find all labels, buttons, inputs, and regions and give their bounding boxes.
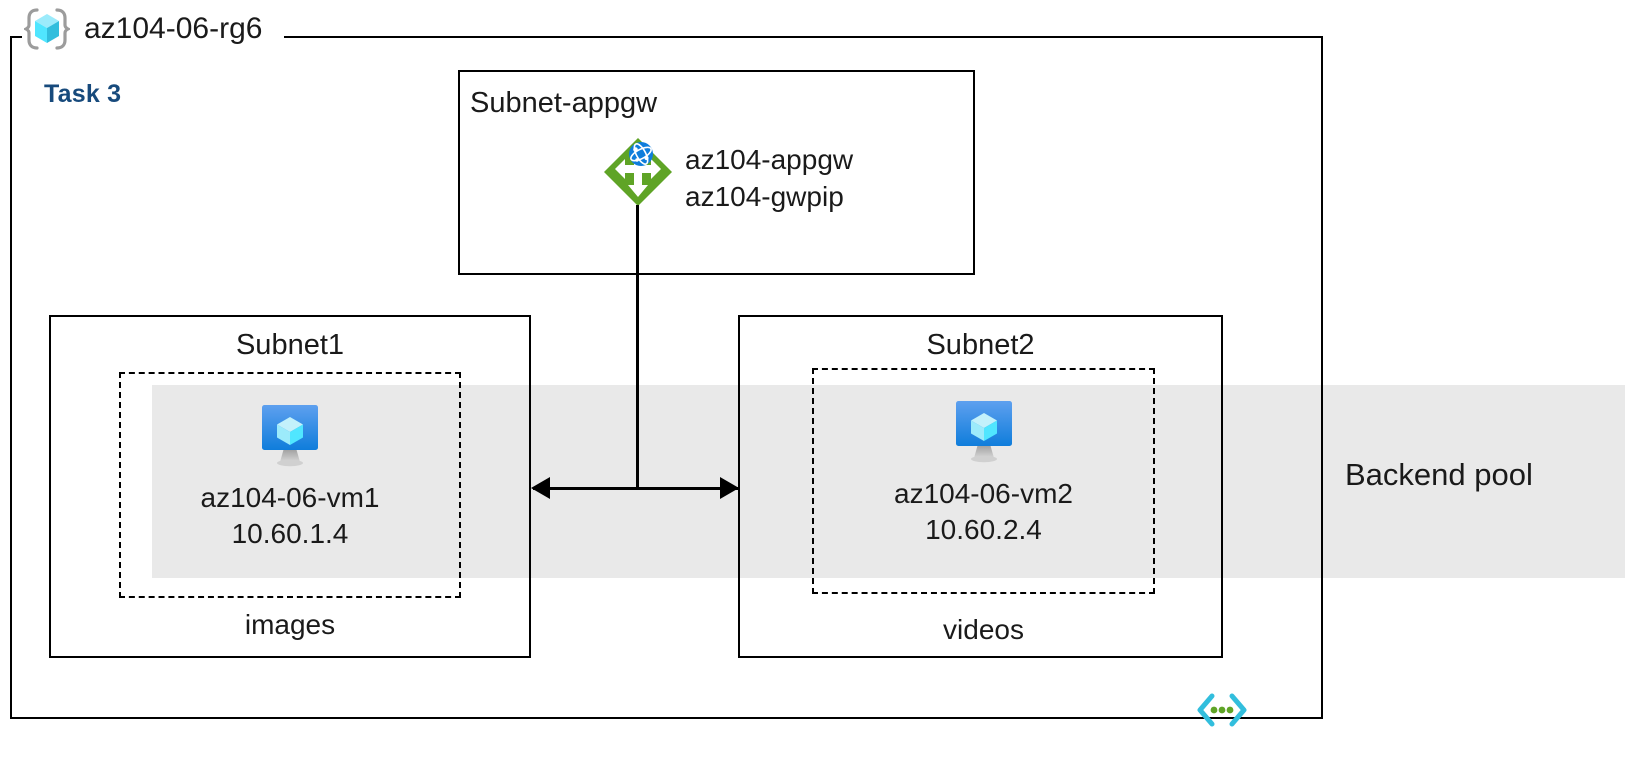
resource-group-border-left	[10, 36, 12, 719]
subnet1-vm-ip: 10.60.1.4	[231, 518, 349, 549]
subnet2-vm-dashed-box	[812, 368, 1155, 594]
resource-group-cube-icon	[24, 8, 70, 50]
subnet1-vm-name: az104-06-vm1	[200, 482, 380, 513]
task-title: Task 3	[44, 80, 122, 108]
resource-group-border-bottom	[10, 717, 1323, 719]
appgw-resource-labels: az104-appgw az104-gwpip	[685, 141, 853, 215]
gwpip-resource-name: az104-gwpip	[685, 181, 844, 212]
resource-group-border-top-right	[284, 36, 1323, 38]
subnet-appgw-box	[458, 70, 975, 275]
backend-pool-label: Backend pool	[1345, 457, 1533, 492]
resource-group-border-top-left	[10, 36, 22, 38]
subnet1-vm-stack: az104-06-vm1 10.60.1.4	[119, 400, 461, 552]
arrow-head-right	[720, 477, 739, 499]
subnet2-caption: videos	[943, 614, 1024, 645]
arm-template-code-icon	[1197, 693, 1247, 727]
application-gateway-icon	[604, 138, 672, 206]
subnet1-caption: images	[244, 609, 336, 640]
subnet-appgw-title: Subnet-appgw	[470, 87, 658, 119]
connector-appgw-vertical	[636, 205, 639, 490]
connector-subnet-horizontal	[533, 487, 738, 490]
subnet2-vm-stack: az104-06-vm2 10.60.2.4	[812, 396, 1155, 548]
subnet2-title: Subnet2	[926, 329, 1035, 361]
subnet2-vm-ip: 10.60.2.4	[925, 514, 1042, 545]
subnet2-box	[738, 315, 1223, 658]
appgw-resource-name: az104-appgw	[685, 144, 854, 175]
virtual-machine-icon	[955, 401, 1012, 463]
resource-group-name: az104-06-rg6	[84, 12, 263, 45]
virtual-machine-icon	[262, 405, 318, 467]
resource-group-border-right	[1321, 36, 1323, 719]
subnet1-vm-dashed-box	[119, 372, 461, 598]
subnet1-box	[49, 315, 531, 658]
arrow-head-left	[531, 477, 550, 499]
subnet2-vm-name: az104-06-vm2	[894, 478, 1073, 509]
backend-pool-band	[152, 385, 1625, 578]
subnet1-title: Subnet1	[235, 329, 345, 361]
